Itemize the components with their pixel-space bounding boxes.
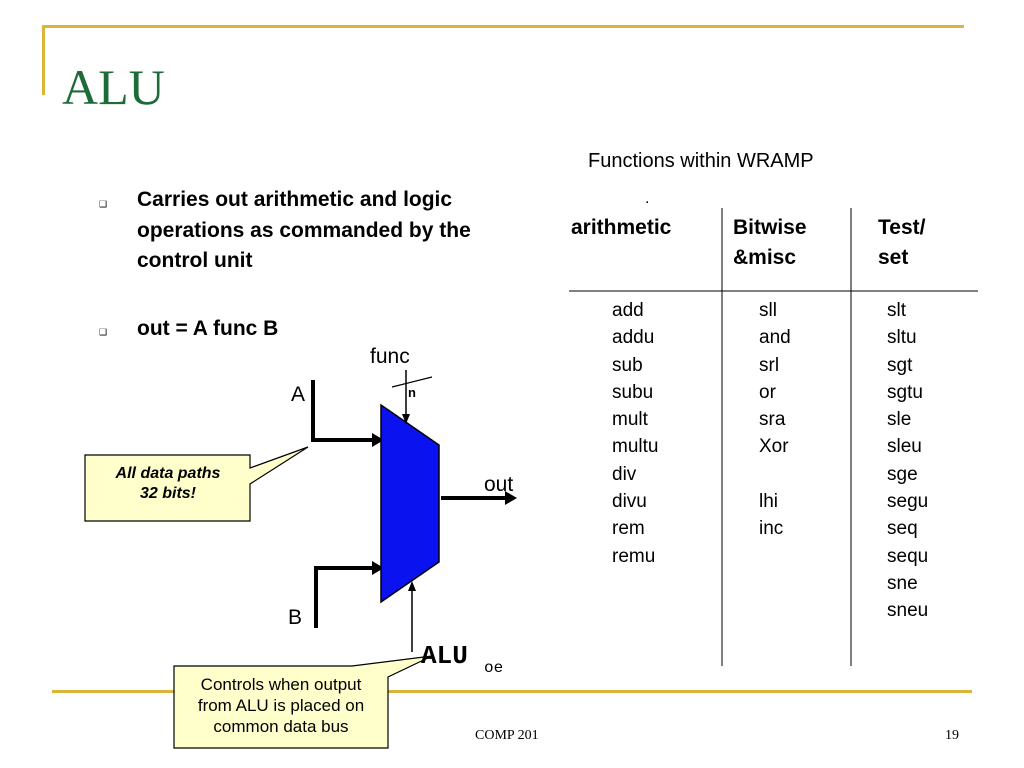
output-label: out xyxy=(484,473,514,496)
func-label: func xyxy=(370,345,410,368)
bullet-icon: ❑ xyxy=(99,199,108,209)
bullet-icon: ❑ xyxy=(99,327,108,337)
header-bitwise: Bitwise &misc xyxy=(733,216,807,269)
arithmetic-list: add addu sub subu mult multu div divu re… xyxy=(612,300,659,567)
callout-data-paths-box xyxy=(84,446,309,522)
func-arrowhead xyxy=(402,414,410,424)
bullet-1-text: Carries out arithmetic and logic operati… xyxy=(137,188,471,272)
page-number: 19 xyxy=(945,728,959,743)
bitwise-list: sll and srl or sra Xor lhi inc xyxy=(759,300,791,540)
test-set-list: slt sltu sgt sgtu sle sleu sge segu seq … xyxy=(887,300,929,622)
oe-arrowhead xyxy=(408,581,416,591)
callout-controls-line-3: common data bus xyxy=(213,717,349,736)
functions-dot: . xyxy=(645,190,650,207)
top-rule xyxy=(42,25,964,28)
header-arithmetic: arithmetic xyxy=(571,216,672,239)
input-b-label: B xyxy=(288,606,303,629)
input-b-wire xyxy=(314,566,377,628)
input-b-arrowhead xyxy=(372,561,384,575)
callout-data-paths-line-2: 32 bits! xyxy=(139,485,196,502)
callout-controls-line-2: from ALU is placed on xyxy=(197,696,365,715)
left-rule xyxy=(42,25,45,95)
input-a-wire xyxy=(311,380,377,442)
callout-data-paths-line-1: All data paths xyxy=(115,465,221,482)
header-test-set: Test/ set xyxy=(878,216,926,269)
input-a-arrowhead xyxy=(372,433,384,447)
callout-controls-box xyxy=(173,655,433,749)
oe-subscript: oe xyxy=(484,659,504,677)
slide-title: ALU xyxy=(62,59,165,115)
callout-controls: Controls when output from ALU is placed … xyxy=(176,674,386,737)
input-a-label: A xyxy=(291,383,306,406)
bus-width-slash xyxy=(391,376,433,388)
bullet-2-text: out = A func B xyxy=(137,317,279,340)
callout-controls-line-1: Controls when output xyxy=(200,675,362,694)
bottom-rule xyxy=(52,690,972,693)
footer-course: COMP 201 xyxy=(475,728,539,743)
bus-width-label: n xyxy=(408,385,416,400)
alu-oe-label: ALU xyxy=(421,641,468,671)
functions-title: Functions within WRAMP xyxy=(588,150,814,172)
callout-data-paths: All data paths 32 bits! xyxy=(88,464,248,504)
alu-block xyxy=(380,403,440,604)
output-arrowhead xyxy=(505,491,517,505)
